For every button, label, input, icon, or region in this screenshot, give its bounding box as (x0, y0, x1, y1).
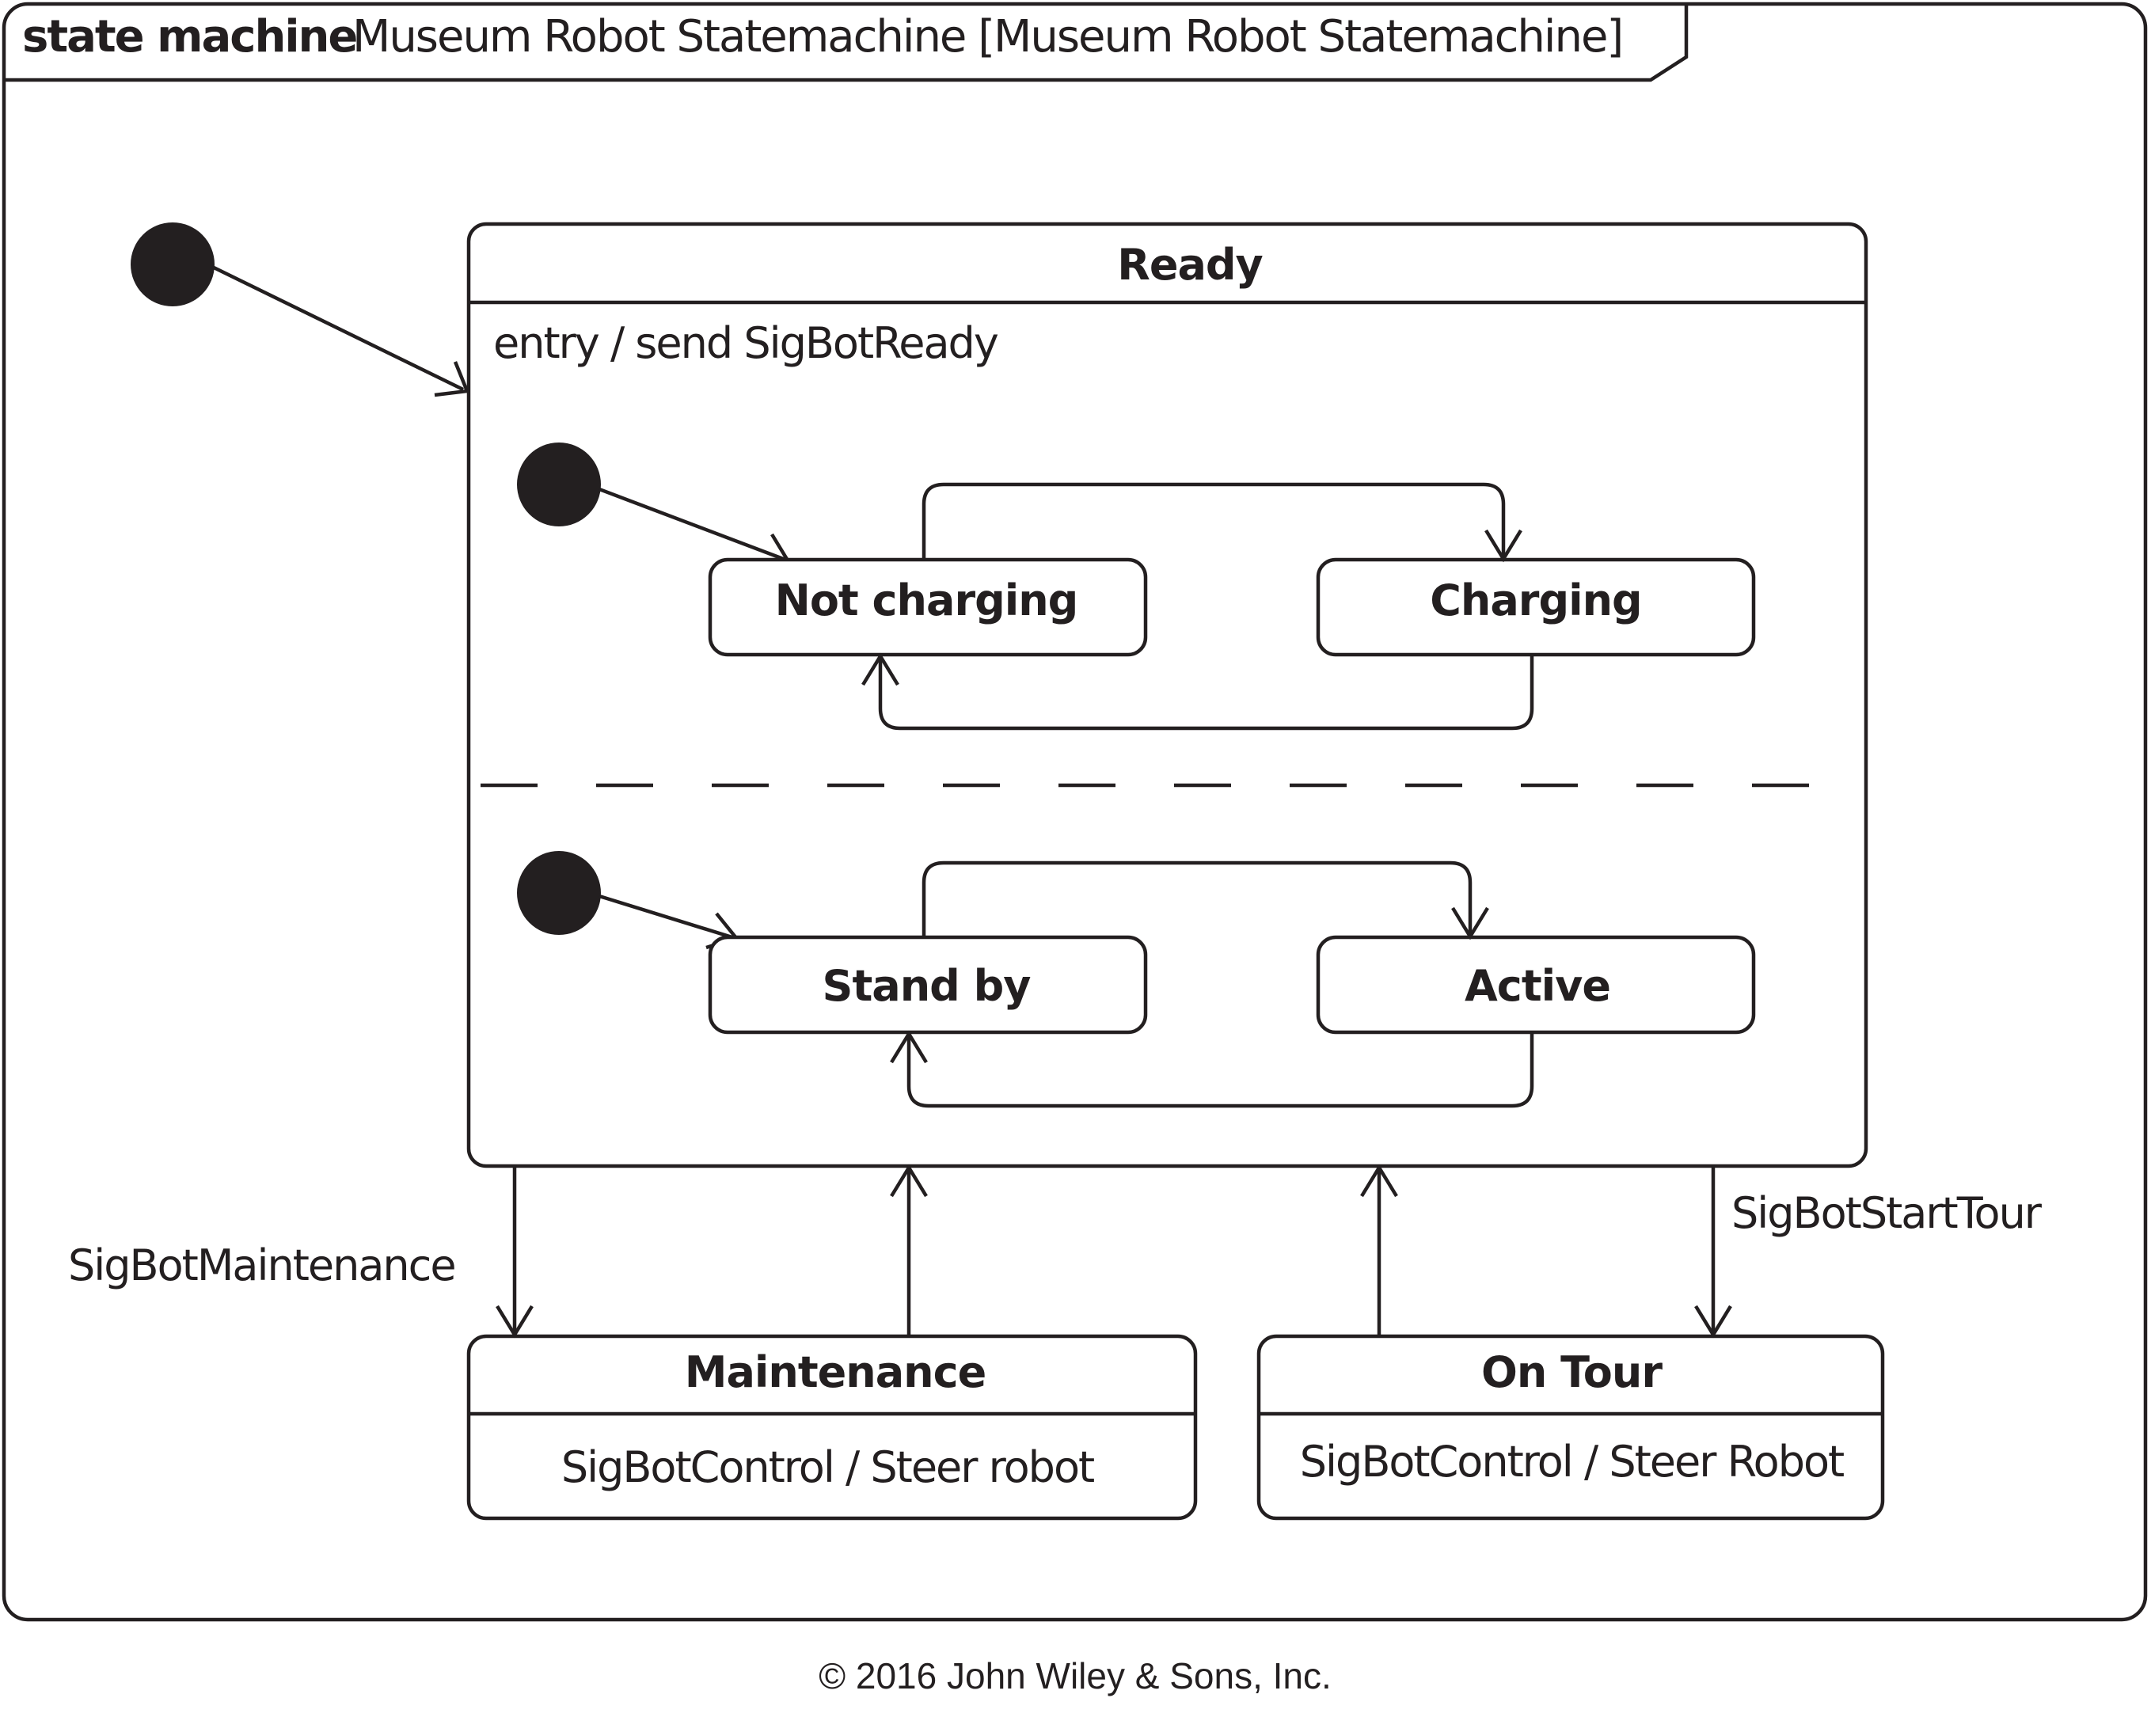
transition-charging-to-not-charging (878, 655, 1534, 731)
arrowhead (1484, 529, 1522, 563)
transition-stand-by-to-active (922, 860, 1473, 937)
on-tour-title: On Tour (1481, 1347, 1663, 1397)
region1-initial-transition (599, 487, 786, 562)
region2-initial-state (517, 851, 601, 935)
region2-initial-transition (599, 894, 735, 940)
arrowhead (496, 1305, 534, 1339)
label-sigbotmaintenance: SigBotMaintenance (68, 1240, 455, 1290)
state-on-tour (1256, 1334, 1885, 1521)
frame-border (2, 2, 2148, 1622)
ready-state (466, 222, 1868, 1168)
arrowhead (1694, 1305, 1732, 1339)
state-not-charging-label: Not charging (775, 576, 1078, 625)
frame-tab (4, 4, 1689, 82)
state-active (1316, 935, 1756, 1035)
initial-transition (211, 264, 464, 392)
initial-state (131, 222, 215, 306)
label-sigbotstarttour: SigBotStartTour (1731, 1188, 2043, 1238)
frame-keyword: state machine (22, 11, 356, 63)
transition-not-charging-to-charging (922, 482, 1506, 560)
arrowhead (890, 1164, 928, 1198)
maintenance-title: Maintenance (685, 1347, 986, 1397)
on-tour-activity: SigBotControl / Steer Robot (1300, 1437, 1844, 1487)
state-stand-by-label: Stand by (823, 961, 1032, 1011)
arrowhead (1451, 906, 1489, 940)
arrowhead (890, 1030, 928, 1064)
copyright-credit: © 2016 John Wiley & Sons, Inc. (819, 1655, 1332, 1696)
state-charging-label: Charging (1430, 576, 1641, 625)
state-charging (1316, 557, 1756, 657)
arrowhead (1360, 1164, 1398, 1198)
state-stand-by (708, 935, 1148, 1035)
ready-title: Ready (1117, 240, 1263, 290)
frame-name: Museum Robot Statemachine [Museum Robot … (352, 11, 1622, 63)
ready-entry-action: entry / send SigBotReady (493, 318, 998, 368)
maintenance-activity: SigBotControl / Steer robot (561, 1442, 1094, 1492)
state-maintenance (466, 1334, 1198, 1521)
transition-active-to-stand-by (906, 1032, 1534, 1108)
state-not-charging (708, 557, 1148, 657)
arrowhead (861, 652, 899, 686)
state-active-label: Active (1465, 961, 1610, 1011)
region1-initial-state (517, 443, 601, 526)
